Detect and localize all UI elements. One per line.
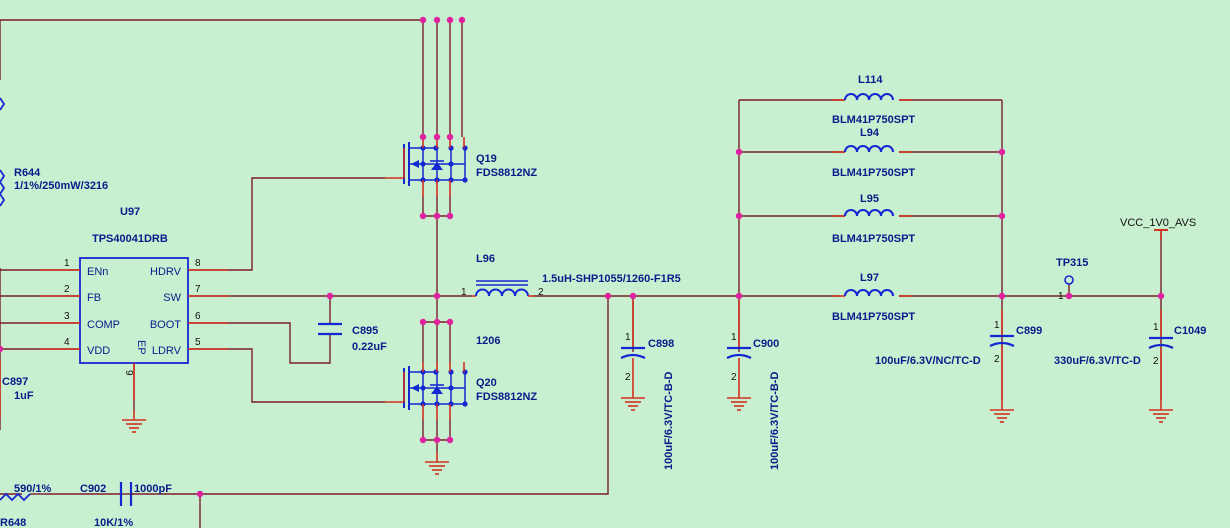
u97-pin1-name: ENn — [87, 266, 108, 278]
u97-pin8-name: HDRV — [150, 266, 182, 278]
u97-pin2-num: 2 — [64, 284, 70, 295]
u97-pin2-name: FB — [87, 292, 101, 304]
c1049-pin2: 2 — [1153, 356, 1159, 367]
q20-part: FDS8812NZ — [476, 391, 537, 403]
c1049-ref: C1049 — [1174, 325, 1206, 337]
u97-ep-name: EP — [135, 340, 147, 355]
q20-ref: Q20 — [476, 377, 497, 389]
q20-mosfet: Q20 FDS8812NZ — [385, 362, 537, 475]
c1049-value: 330uF/6.3V/TC-D — [1054, 355, 1141, 367]
l96-inductor: L96 1.5uH-SHP1055/1260-F1R5 1 2 — [461, 253, 681, 298]
u97-pin4-num: 4 — [64, 337, 70, 348]
bead-l97: L97 BLM41P750SPT — [832, 272, 915, 323]
tp315-testpoint: TP315 1 — [1056, 257, 1088, 302]
c898-pin1: 1 — [625, 332, 631, 343]
u97-ep-num: 9 — [123, 370, 134, 376]
q19-mosfet: Q19 FDS8812NZ — [385, 137, 537, 197]
r644-value: 1/1%/250mW/3216 — [14, 180, 108, 192]
u97-pin7-name: SW — [163, 292, 181, 304]
c898-value: 100uF/6.3V/TC-B-D — [663, 372, 675, 470]
vcc-net-name: VCC_1V0_AVS — [1120, 217, 1196, 229]
u97-pin1-num: 1 — [64, 258, 70, 269]
l97-ref: L97 — [860, 272, 879, 284]
l94-value: BLM41P750SPT — [832, 167, 915, 179]
c899-ref: C899 — [1016, 325, 1042, 337]
c898-ref: C898 — [648, 338, 674, 350]
u97-pin3-name: COMP — [87, 319, 120, 331]
q19-part: FDS8812NZ — [476, 167, 537, 179]
r644-resistor: R644 1/1%/250mW/3216 — [0, 97, 108, 207]
c900-pin1: 1 — [731, 332, 737, 343]
tp315-pin: 1 — [1058, 291, 1064, 302]
c900-capacitor: 1 2 C900 100uF/6.3V/TC-B-D — [726, 300, 781, 470]
l114-ref: L114 — [858, 74, 883, 86]
l96-pin2: 2 — [538, 287, 544, 298]
u97-pin8-num: 8 — [195, 258, 201, 269]
bead-l95: L95 BLM41P750SPT — [832, 193, 915, 245]
r648-ref: R648 — [0, 517, 26, 528]
c900-pin2: 2 — [731, 372, 737, 383]
feedback-network: 590/1% C902 1000pF R648 10K/1% — [0, 482, 200, 528]
pkg-1206-label: 1206 — [476, 335, 500, 347]
u97-pin7-num: 7 — [195, 284, 201, 295]
l95-value: BLM41P750SPT — [832, 233, 915, 245]
u97-pin4-name: VDD — [87, 345, 110, 357]
bead-l114: L114 BLM41P750SPT — [832, 74, 915, 126]
l96-pin1: 1 — [461, 287, 467, 298]
u97-pin5-name: LDRV — [152, 345, 182, 357]
l94-ref: L94 — [860, 127, 880, 139]
c900-value: 100uF/6.3V/TC-B-D — [769, 372, 781, 470]
u97-ground — [121, 409, 147, 433]
c897-ref: C897 — [2, 376, 28, 388]
l96-ref: L96 — [476, 253, 495, 265]
u97-ic: U97 TPS40041DRB 1 2 3 4 ENn FB COMP VDD … — [40, 206, 228, 433]
c895-value: 0.22uF — [352, 341, 387, 353]
c895-capacitor: C895 0.22uF — [318, 322, 387, 353]
c1049-pin1: 1 — [1153, 322, 1159, 333]
u97-part: TPS40041DRB — [92, 233, 168, 245]
c899-pin1: 1 — [994, 320, 1000, 331]
r644-ref: R644 — [14, 167, 41, 179]
u97-pin6-name: BOOT — [150, 319, 181, 331]
c897-value: 1uF — [14, 390, 34, 402]
vcc-net-label: VCC_1V0_AVS — [1120, 217, 1196, 240]
u97-ref: U97 — [120, 206, 140, 218]
l114-value: BLM41P750SPT — [832, 114, 915, 126]
u97-pin6-num: 6 — [195, 311, 201, 322]
feedback-r-value: 590/1% — [14, 483, 52, 495]
c898-pin2: 2 — [625, 372, 631, 383]
bead-l94: L94 BLM41P750SPT — [832, 127, 915, 179]
c902-ref: C902 — [80, 483, 106, 495]
c897-capacitor: C897 1uF — [0, 360, 34, 418]
q19-ref: Q19 — [476, 153, 497, 165]
q20-ground — [424, 451, 450, 475]
u97-pin3-num: 3 — [64, 311, 70, 322]
r648-value: 10K/1% — [94, 517, 133, 528]
c899-value: 100uF/6.3V/NC/TC-D — [875, 355, 981, 367]
c902-value: 1000pF — [134, 483, 172, 495]
junctions — [0, 16, 1165, 498]
c899-capacitor: 1 2 C899 100uF/6.3V/NC/TC-D — [875, 310, 1042, 423]
tp315-ref: TP315 — [1056, 257, 1088, 269]
c899-pin2: 2 — [994, 354, 1000, 365]
c895-ref: C895 — [352, 325, 378, 337]
u97-pin5-num: 5 — [195, 337, 201, 348]
c1049-capacitor: 1 2 C1049 330uF/6.3V/TC-D — [1054, 310, 1206, 423]
l95-ref: L95 — [860, 193, 879, 205]
l96-value: 1.5uH-SHP1055/1260-F1R5 — [542, 273, 681, 285]
c900-ref: C900 — [753, 338, 779, 350]
l97-value: BLM41P750SPT — [832, 311, 915, 323]
c898-capacitor: 1 2 C898 100uF/6.3V/TC-B-D — [620, 300, 675, 470]
